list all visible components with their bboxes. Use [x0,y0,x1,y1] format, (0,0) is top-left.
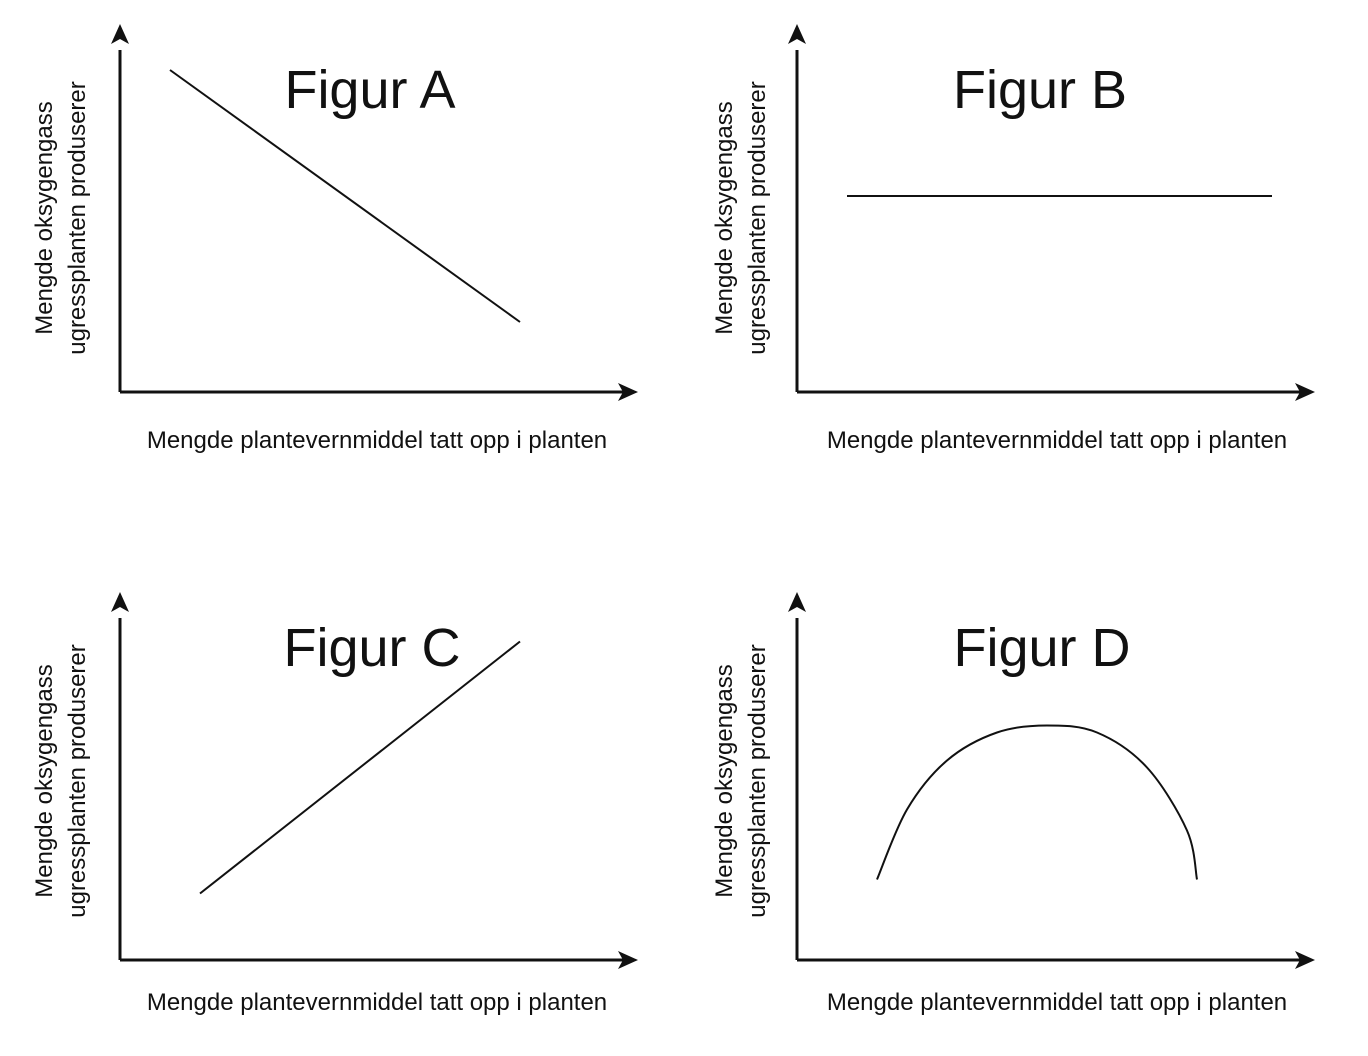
data-series-line-d [876,724,1198,880]
chart-panel-b: Figur B Mengde plantevernmiddel tatt opp … [711,24,1315,454]
chart-panel-a: Figur A Mengde plantevernmiddel tatt opp … [31,24,638,454]
chart-title: Figur A [284,60,455,120]
x-axis-label: Mengde plantevernmiddel tatt opp i plant… [147,427,607,454]
y-axis-label-line: ugressplanten produserer [64,644,91,918]
data-series-line-c [199,640,521,895]
x-axis-arrow-icon [618,951,638,969]
y-axis-arrow-icon [111,24,129,44]
x-axis-label: Mengde plantevernmiddel tatt opp i plant… [147,989,607,1016]
y-axis-arrow-icon [788,592,806,612]
chart-panel-c: Figur C Mengde plantevernmiddel tatt opp … [31,592,638,1016]
y-axis-label-line: ugressplanten produserer [744,81,771,355]
x-axis-arrow-icon [618,383,638,401]
y-axis-label-line: ugressplanten produserer [64,81,91,355]
chart-title: Figur C [283,618,460,678]
y-axis-arrow-icon [111,592,129,612]
chart-title: Figur B [953,60,1127,120]
y-axis-label-line: Mengde oksygengass [711,101,738,334]
chart-panel-d: Figur D Mengde plantevernmiddel tatt opp … [711,592,1315,1016]
y-axis-label-line: Mengde oksygengass [31,101,58,334]
y-axis-arrow-icon [788,24,806,44]
y-axis-label-line: Mengde oksygengass [31,664,58,897]
data-series-line-a [169,69,521,323]
x-axis-arrow-icon [1295,383,1315,401]
chart-title: Figur D [953,618,1130,678]
x-axis-arrow-icon [1295,951,1315,969]
x-axis-label: Mengde plantevernmiddel tatt opp i plant… [827,427,1287,454]
x-axis-label: Mengde plantevernmiddel tatt opp i plant… [827,989,1287,1016]
y-axis-label-line: Mengde oksygengass [711,664,738,897]
y-axis-label-line: ugressplanten produserer [744,644,771,918]
